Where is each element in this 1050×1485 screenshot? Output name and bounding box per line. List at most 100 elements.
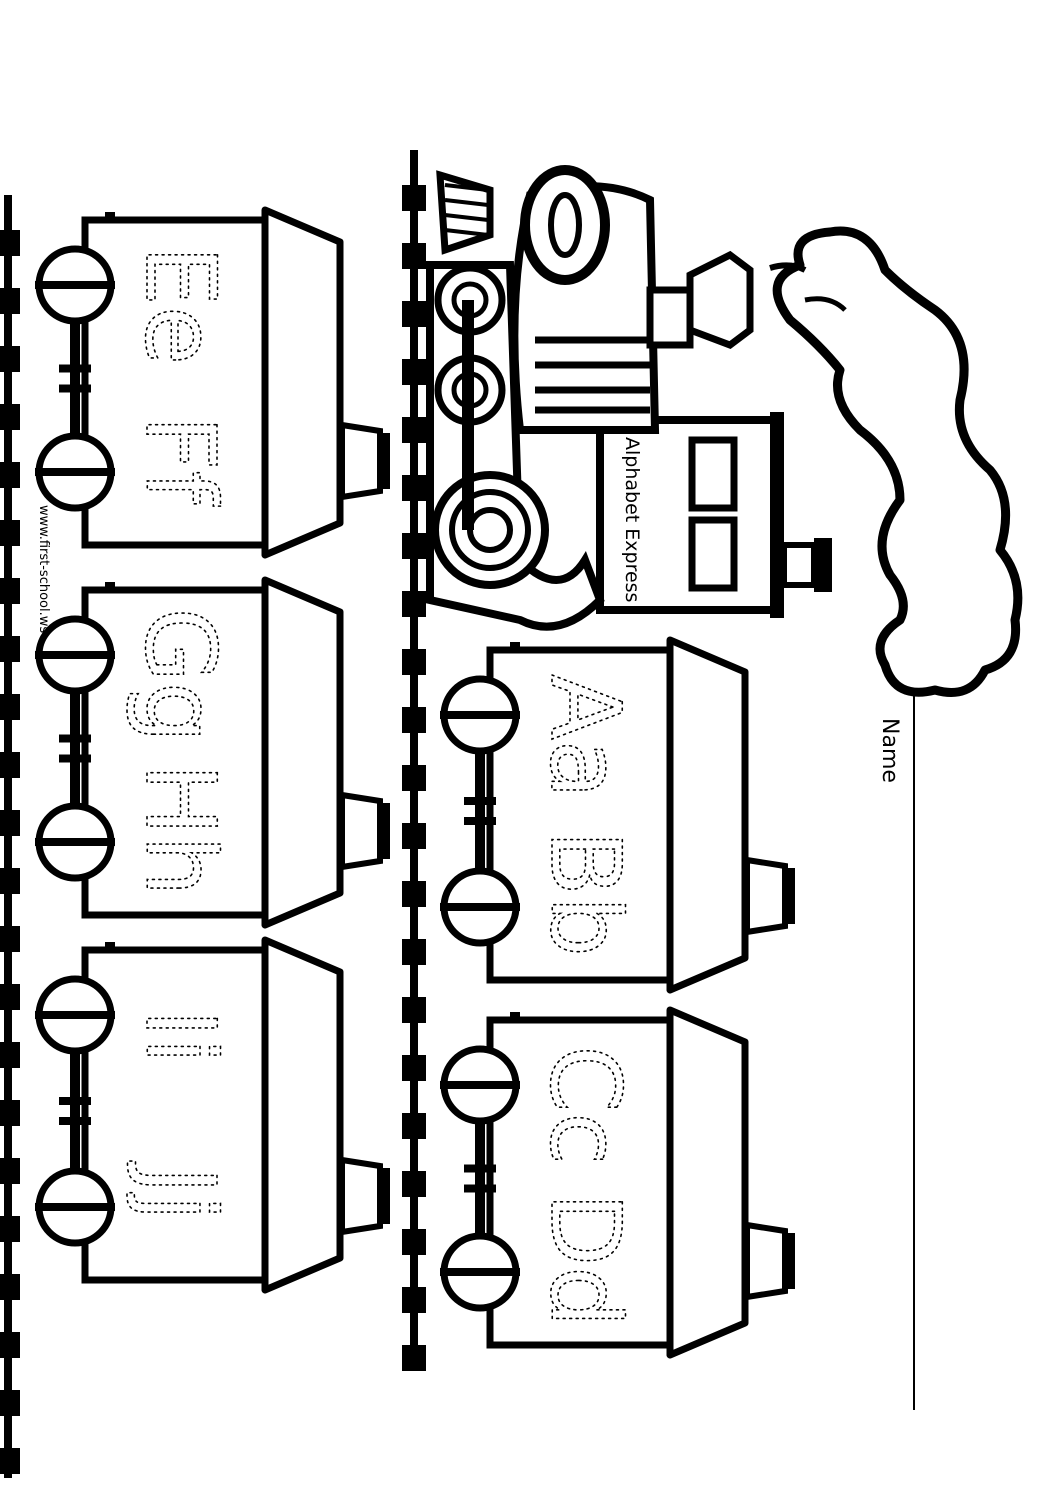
engine-window [688,516,738,592]
smoke-puff-line [804,296,847,312]
trace-letter-pair: Ii [124,1009,236,1064]
rail-tie [0,1100,20,1126]
rail-tie [402,939,426,965]
rail-tie [0,868,20,894]
train-engine-icon: Alphabet Express [426,165,832,631]
car-roof [261,206,344,559]
rail-tie [402,359,426,385]
rail-tie [402,243,426,269]
rail-tie [402,185,426,211]
rail-tie [402,765,426,791]
wheel-spoke [35,1011,115,1019]
trace-letter-pair: Cc [529,1045,641,1165]
rail-tie [0,462,20,488]
rail-tie [0,926,20,952]
rail-tie [402,1113,426,1139]
rail-tie [0,1274,20,1300]
smoke-cloud-outline [772,226,1023,697]
wheel-spoke [35,1203,115,1211]
wheel-spoke [35,281,115,289]
engine-cowcatcher-bar [444,213,489,222]
car-axle [59,1117,91,1125]
car-roof [666,1006,749,1359]
car-axle [464,1164,496,1173]
engine-cab-roof [770,412,784,618]
car-axle [59,734,91,743]
rail-tie [402,881,426,907]
rail-tie [402,1171,426,1197]
trace-letter-pair: Ff [124,415,236,506]
rail-tie [0,230,20,256]
trace-letter-pair: Gg [124,608,236,743]
rail-track-left [0,195,20,1478]
engine-stack-top [686,250,754,349]
car-vent-cap [785,868,795,924]
car-axle [59,364,91,373]
car-vent-cap [380,803,390,859]
rail-icon [4,195,12,1478]
rail-tie [0,1158,20,1184]
car-axle [59,384,91,393]
rail-tie [402,1055,426,1081]
rail-tie [0,288,20,314]
car-vent [744,856,788,936]
rail-tie [0,404,20,430]
name-label: Name [877,718,902,783]
trace-letter-pair: Jj [124,1161,236,1221]
rail-tie [0,1042,20,1068]
rail-tie [0,578,20,604]
car-vent [339,1156,383,1236]
engine-stack [646,286,694,349]
rail-tie [402,1229,426,1255]
rail-tie [0,1390,20,1416]
wheel-spoke [35,468,115,476]
rail-icon [410,150,418,1365]
engine-bell-top [814,538,832,592]
wheel-spoke [35,838,115,846]
trace-letter-pair: Dd [529,1192,641,1327]
car-vent-cap [380,1168,390,1224]
wheel-spoke [440,711,520,719]
rail-tie [0,520,20,546]
car-body [486,646,674,984]
website-credit: www.first-school.ws [36,505,51,633]
car-axle [464,817,496,825]
rail-tie [402,823,426,849]
rail-tie [402,475,426,501]
car-axle [464,1184,496,1193]
car-vent-cap [380,433,390,489]
rail-tie [0,1216,20,1242]
car-body [486,1016,674,1349]
car-roof [261,576,344,929]
rail-tie [0,752,20,778]
car-axle [70,655,80,842]
trace-letter-pair: Aa [529,674,641,799]
car-body [81,216,269,549]
engine-cowcatcher-bar [444,198,489,207]
rail-tie [0,694,20,720]
smoke-cloud-icon [769,226,1023,697]
engine-label: Alphabet Express [621,437,643,602]
trace-letter-pair: Hh [124,763,236,896]
rail-tie [402,301,426,327]
car-axle [59,754,91,763]
car-vent [339,791,383,871]
rail-track-right [402,150,426,1371]
wheel-spoke [440,1268,520,1276]
rail-tie [0,1332,20,1358]
rail-tie [402,1345,426,1371]
engine-window [688,436,738,512]
car-vent-cap [785,1233,795,1289]
car-axle [59,1097,91,1105]
wheel-hub [467,507,513,553]
car-vent [744,1221,788,1301]
engine-connecting-rod [462,300,474,530]
car-body [81,946,269,1284]
car-axle [70,1015,80,1207]
